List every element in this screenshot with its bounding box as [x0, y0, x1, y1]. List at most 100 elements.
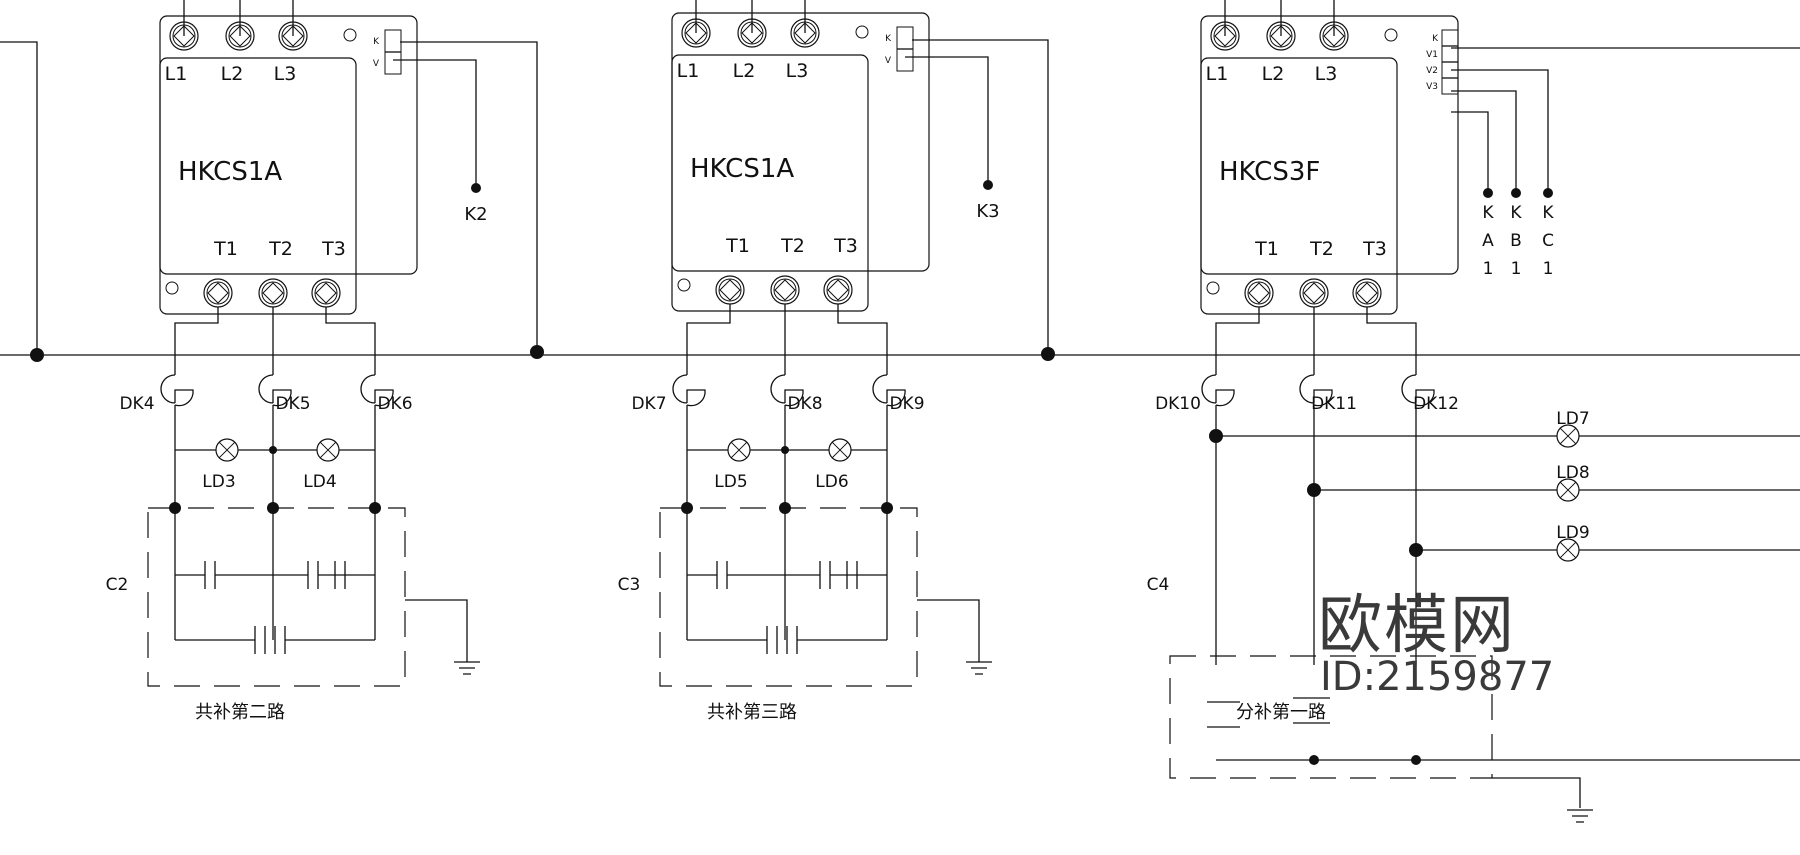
indicator-lamp-icon [1556, 424, 1580, 448]
terminal-inner [261, 281, 285, 305]
capacitor-icon [254, 626, 266, 654]
breaker-icon [872, 374, 888, 404]
output-terminal-icon [258, 278, 288, 308]
breaker-contact [1215, 389, 1235, 407]
input-label-L1: L1 [1206, 63, 1229, 85]
ground-icon [454, 661, 480, 675]
capacitor-icon [716, 561, 728, 589]
controller-body [671, 54, 869, 312]
terminal-diamond [282, 25, 304, 47]
junction-dot [1309, 755, 1319, 765]
capacitor-icon [766, 626, 778, 654]
v-signal-wire [905, 56, 989, 185]
terminal-outer [1319, 21, 1349, 51]
k-control-wire [400, 41, 538, 352]
signal-label: K2 [464, 204, 487, 225]
port-label-K: K [1432, 34, 1439, 44]
terminal-inner [1269, 24, 1293, 48]
output-terminal-icon [311, 278, 341, 308]
capacitor-icon [204, 561, 216, 589]
signal-terminal-dot [1543, 188, 1553, 198]
output-label-T2: T2 [268, 238, 293, 260]
mount-hole-icon [1384, 28, 1398, 42]
junction-dot [169, 502, 181, 514]
terminal-diamond [741, 22, 763, 44]
terminal-diamond [774, 279, 796, 301]
breaker-icon [160, 374, 176, 404]
terminal-diamond [827, 279, 849, 301]
breaker-contact [1313, 389, 1333, 407]
terminal-diamond [262, 282, 284, 304]
lamp-cross [1559, 541, 1577, 559]
circuit-caption: 共补第二路 [195, 702, 285, 723]
signal-label: 1 [1511, 259, 1522, 279]
port-label-K: K [885, 34, 892, 44]
output-terminal-icon [770, 275, 800, 305]
terminal-diamond [1214, 25, 1236, 47]
output-terminal-icon [1244, 278, 1274, 308]
capacitor-label: C4 [1147, 575, 1170, 595]
terminal-diamond [1270, 25, 1292, 47]
signal-terminal-dot [1483, 188, 1493, 198]
terminal-outer [737, 18, 767, 48]
output-terminal-icon [203, 278, 233, 308]
lamp-label-LD6: LD6 [815, 472, 848, 492]
signal-label: 1 [1483, 259, 1494, 279]
input-terminal-icon [225, 21, 255, 51]
capacitor-bank-enclosure [659, 507, 918, 687]
input-label-L1: L1 [165, 63, 188, 85]
output-terminal-icon [715, 275, 745, 305]
signal-label: K [1510, 203, 1522, 223]
port-label-V: V [885, 56, 892, 66]
output-label-T3: T3 [1362, 238, 1387, 260]
mount-hole-icon [165, 281, 179, 295]
terminal-inner [314, 281, 338, 305]
phase-wire [1215, 307, 1260, 375]
capacitor-icon [846, 561, 858, 589]
terminal-inner [793, 21, 817, 45]
input-label-L1: L1 [677, 60, 700, 82]
terminal-diamond [315, 282, 337, 304]
port-label-K: K [373, 37, 380, 47]
ground-wire [1492, 777, 1581, 808]
terminal-outer [278, 21, 308, 51]
terminal-outer [790, 18, 820, 48]
signal-label: K3 [976, 201, 999, 222]
mount-hole-icon [855, 25, 869, 39]
lamp-cross [730, 441, 748, 459]
controller-model: HKCS3F [1219, 157, 1320, 187]
terminal-inner [1247, 281, 1271, 305]
signal-terminal-dot [471, 183, 481, 193]
signal-label: K [1482, 203, 1494, 223]
terminal-inner [1355, 281, 1379, 305]
breaker-label-DK7: DK7 [631, 394, 666, 414]
phase-wire [1366, 307, 1417, 375]
breaker-contact [272, 389, 292, 407]
mount-hole-icon [677, 278, 691, 292]
terminal-inner [684, 21, 708, 45]
lamp-label-LD8: LD8 [1556, 463, 1589, 483]
bus-junction-dot [530, 345, 544, 359]
controller-model: HKCS1A [178, 157, 282, 187]
phase-signal-wire [1451, 69, 1549, 193]
breaker-label-DK10: DK10 [1155, 394, 1201, 414]
junction-dot [369, 502, 381, 514]
lamp-label-LD7: LD7 [1556, 409, 1589, 429]
output-terminal-icon [1299, 278, 1329, 308]
lamp-cross [319, 441, 337, 459]
ground-wire [917, 599, 980, 662]
terminal-diamond [1356, 282, 1378, 304]
breaker-icon [672, 374, 688, 404]
breaker-contact [174, 389, 194, 407]
breaker-contact [686, 389, 706, 407]
indicator-lamp-icon [215, 438, 239, 462]
lamp-label-LD9: LD9 [1556, 523, 1589, 543]
breaker-icon [1299, 374, 1315, 404]
lamp-cross [218, 441, 236, 459]
output-label-T3: T3 [321, 238, 346, 260]
controller-housing [671, 12, 930, 272]
phase-wire [686, 304, 731, 375]
terminal-diamond [1303, 282, 1325, 304]
terminal-outer [169, 21, 199, 51]
